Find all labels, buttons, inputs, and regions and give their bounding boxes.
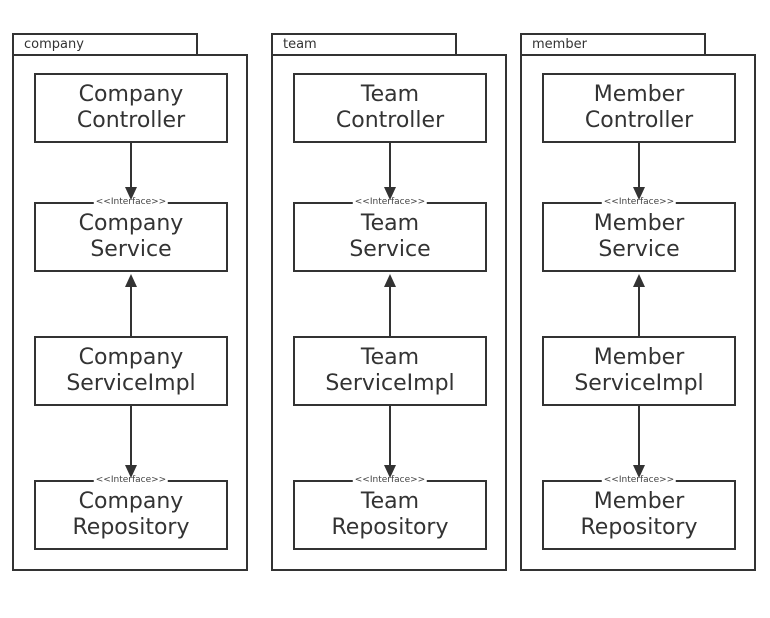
company-controller-to-service-arrow xyxy=(125,143,137,200)
arrow-head xyxy=(633,465,645,478)
member-impl-to-service-arrow xyxy=(633,274,645,336)
interface-stereotype: <<Interface>> xyxy=(93,197,169,207)
box-label-line: Repository xyxy=(331,515,449,540)
box-label-line: Service xyxy=(598,237,680,262)
box-label-line: Company xyxy=(78,345,184,370)
arrow-head xyxy=(633,274,645,287)
team-impl-to-repository-arrow xyxy=(384,406,396,478)
box-label-line: Service xyxy=(349,237,431,262)
team-impl-to-service-arrow xyxy=(384,274,396,336)
package-company xyxy=(12,54,248,571)
interface-stereotype: <<Interface>> xyxy=(93,475,169,485)
box-label-line: Controller xyxy=(76,108,186,133)
arrow-head xyxy=(633,187,645,200)
box-label-line: Team xyxy=(360,82,420,107)
interface-stereotype: <<Interface>> xyxy=(352,475,428,485)
box-label-line: Controller xyxy=(584,108,694,133)
box-label-line: Controller xyxy=(335,108,445,133)
box-label-line: Member xyxy=(593,82,685,107)
arrow-head xyxy=(125,187,137,200)
arrow-head xyxy=(125,274,137,287)
arrow-head xyxy=(384,187,396,200)
box-label-line: Company xyxy=(78,211,184,236)
team-controller-to-service-arrow xyxy=(384,143,396,200)
company-impl-to-service-arrow xyxy=(125,274,137,336)
member-controller-to-service-arrow xyxy=(633,143,645,200)
box-label-line: Team xyxy=(360,211,420,236)
box-label-line: ServiceImpl xyxy=(66,371,196,396)
interface-stereotype: <<Interface>> xyxy=(601,475,677,485)
box-label-line: Company xyxy=(78,82,184,107)
box-label-line: Repository xyxy=(72,515,190,540)
box-label-line: Member xyxy=(593,489,685,514)
package-team xyxy=(271,54,507,571)
interface-stereotype: <<Interface>> xyxy=(601,197,677,207)
box-label-line: ServiceImpl xyxy=(574,371,704,396)
box-label-line: Company xyxy=(78,489,184,514)
box-label-line: Repository xyxy=(580,515,698,540)
arrow-head xyxy=(125,465,137,478)
box-label-line: Team xyxy=(360,489,420,514)
package-tab-member: member xyxy=(520,33,706,55)
box-label-line: Team xyxy=(360,345,420,370)
arrow-head xyxy=(384,274,396,287)
package-tab-company: company xyxy=(12,33,198,55)
member-impl-to-repository-arrow xyxy=(633,406,645,478)
box-label-line: Service xyxy=(90,237,172,262)
interface-stereotype: <<Interface>> xyxy=(352,197,428,207)
company-impl-to-repository-arrow xyxy=(125,406,137,478)
box-label-line: Member xyxy=(593,345,685,370)
package-member xyxy=(520,54,756,571)
box-label-line: ServiceImpl xyxy=(325,371,455,396)
package-tab-team: team xyxy=(271,33,457,55)
arrow-head xyxy=(384,465,396,478)
box-label-line: Member xyxy=(593,211,685,236)
